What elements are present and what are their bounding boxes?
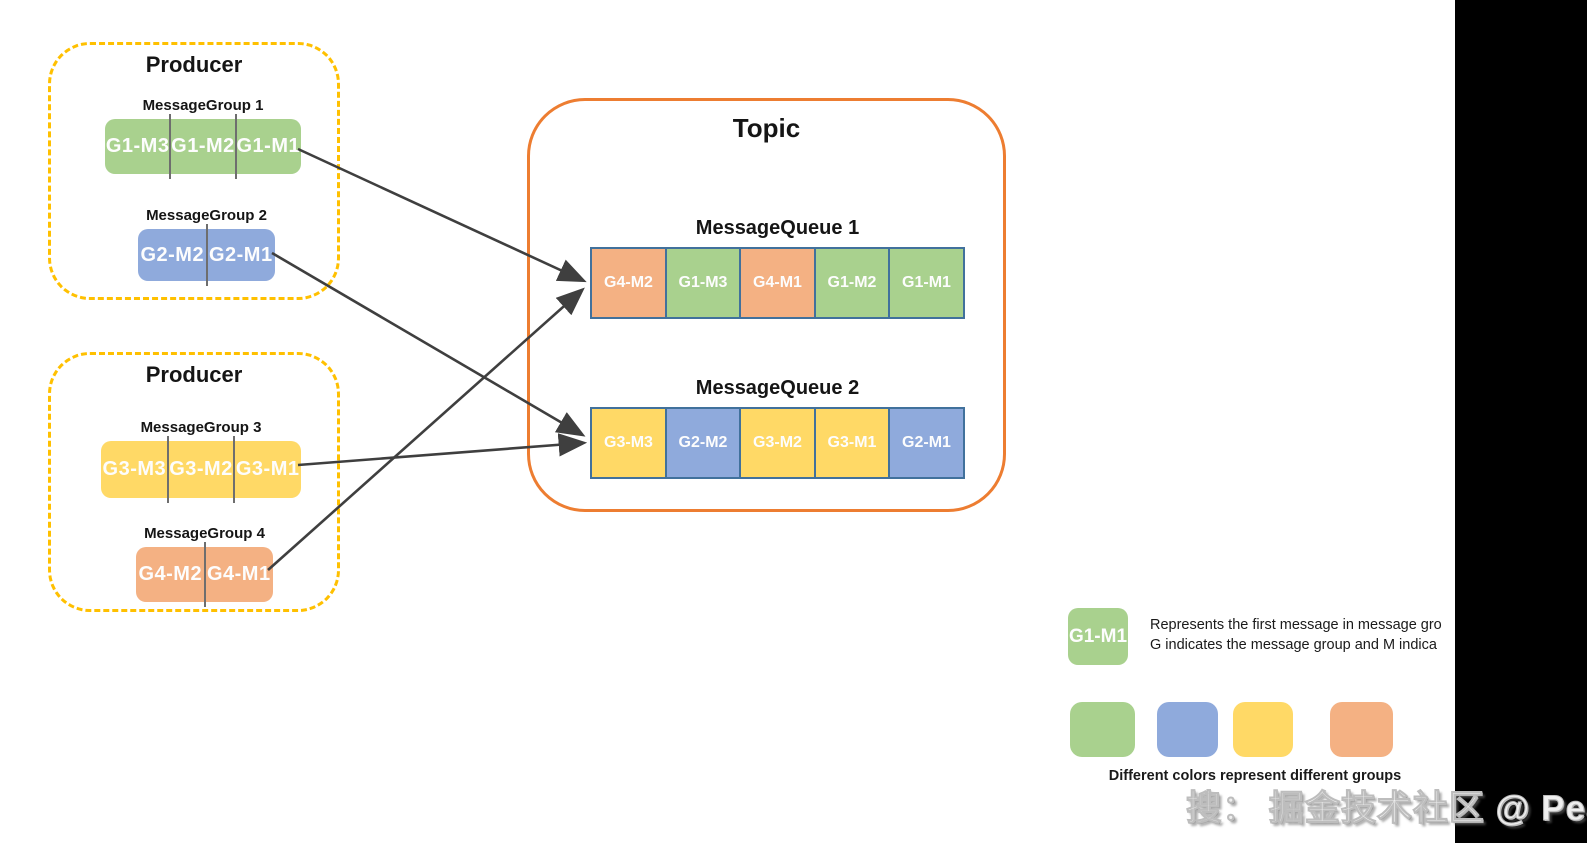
legend-description: Represents the first message in message … [1150, 615, 1442, 655]
queue-cell: G1-M3 [664, 247, 742, 319]
message-cell: G3-M3 [102, 458, 167, 480]
legend-sample-box: G1-M1 [1068, 608, 1128, 665]
message-queue-label: MessageQueue 2 [695, 377, 860, 399]
topic-title: Topic [732, 113, 801, 143]
right-black-bar [1455, 0, 1587, 843]
segment-divider [166, 436, 169, 503]
queue-cell: G1-M1 [888, 247, 965, 319]
queue-cell: G2-M1 [888, 407, 965, 479]
queue-cell: G3-M3 [590, 407, 667, 479]
queue-cell: G3-M2 [739, 407, 816, 479]
segment-divider [203, 542, 206, 607]
queue-cell: G2-M2 [664, 407, 742, 479]
producer-title: Producer [145, 52, 243, 77]
message-cell: G1-M1 [236, 135, 301, 157]
segment-divider [169, 114, 172, 179]
segment-divider [233, 436, 236, 503]
segment-divider [205, 224, 208, 286]
legend-swatches [1070, 702, 1395, 757]
queue-cell: G1-M2 [813, 247, 891, 319]
message-group-label: MessageGroup 4 [144, 525, 265, 542]
message-queue-label: MessageQueue 1 [695, 217, 860, 239]
queue-cell: G4-M2 [590, 247, 667, 319]
message-cell: G2-M1 [208, 243, 273, 266]
legend-line-2: G indicates the message group and M indi… [1150, 637, 1437, 653]
watermark-text: 搜： 掘金技术社区 @ Peanut [1186, 789, 1587, 829]
message-cell: G1-M3 [105, 135, 170, 157]
message-cell: G2-M2 [140, 243, 205, 266]
message-group-label: MessageGroup 3 [140, 419, 262, 436]
message-cell: G3-M2 [169, 458, 233, 480]
color-swatch-orange [1330, 702, 1393, 757]
message-group-label: MessageGroup 2 [146, 207, 267, 224]
legend-line-1: Represents the first message in message … [1150, 617, 1442, 633]
queue-cell: G4-M1 [739, 247, 816, 319]
message-cell: G4-M1 [206, 563, 271, 585]
color-swatch-green [1070, 702, 1135, 757]
message-group-label: MessageGroup 1 [142, 97, 264, 114]
color-swatch-yellow [1233, 702, 1293, 757]
queue-cell: G3-M1 [813, 407, 891, 479]
legend-caption: Different colors represent different gro… [1108, 768, 1402, 784]
message-cell: G1-M2 [171, 135, 235, 157]
producer-title: Producer [145, 362, 243, 387]
color-swatch-blue [1157, 702, 1218, 757]
message-cell: G4-M2 [138, 563, 203, 585]
message-cell: G3-M1 [235, 458, 300, 480]
segment-divider [234, 114, 237, 179]
